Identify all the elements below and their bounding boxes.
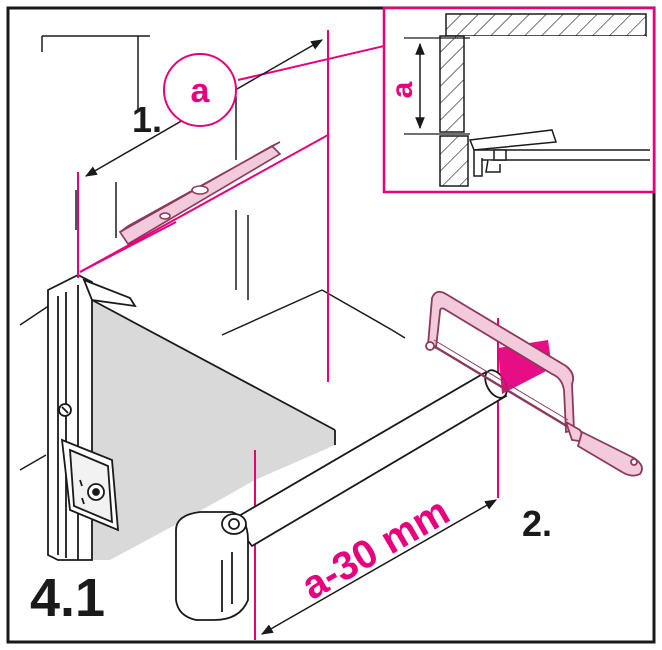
shade-panel (92, 300, 335, 560)
outer-border (6, 6, 656, 644)
end-cap (175, 511, 249, 621)
step-1-label: 1. (132, 99, 162, 140)
mounting-bracket (58, 403, 120, 532)
inset-dimension-label: a (386, 81, 419, 98)
spirit-level (118, 141, 282, 246)
step-2-label: 2. (522, 503, 552, 544)
figure-number: 4.1 (30, 568, 105, 628)
callout-letter: a (191, 72, 211, 110)
hacksaw (425, 290, 643, 477)
callout-circle (163, 53, 237, 127)
wall-lines (19, 35, 406, 471)
dim-arrow-2 (260, 499, 498, 635)
inset-detail (382, 6, 656, 194)
